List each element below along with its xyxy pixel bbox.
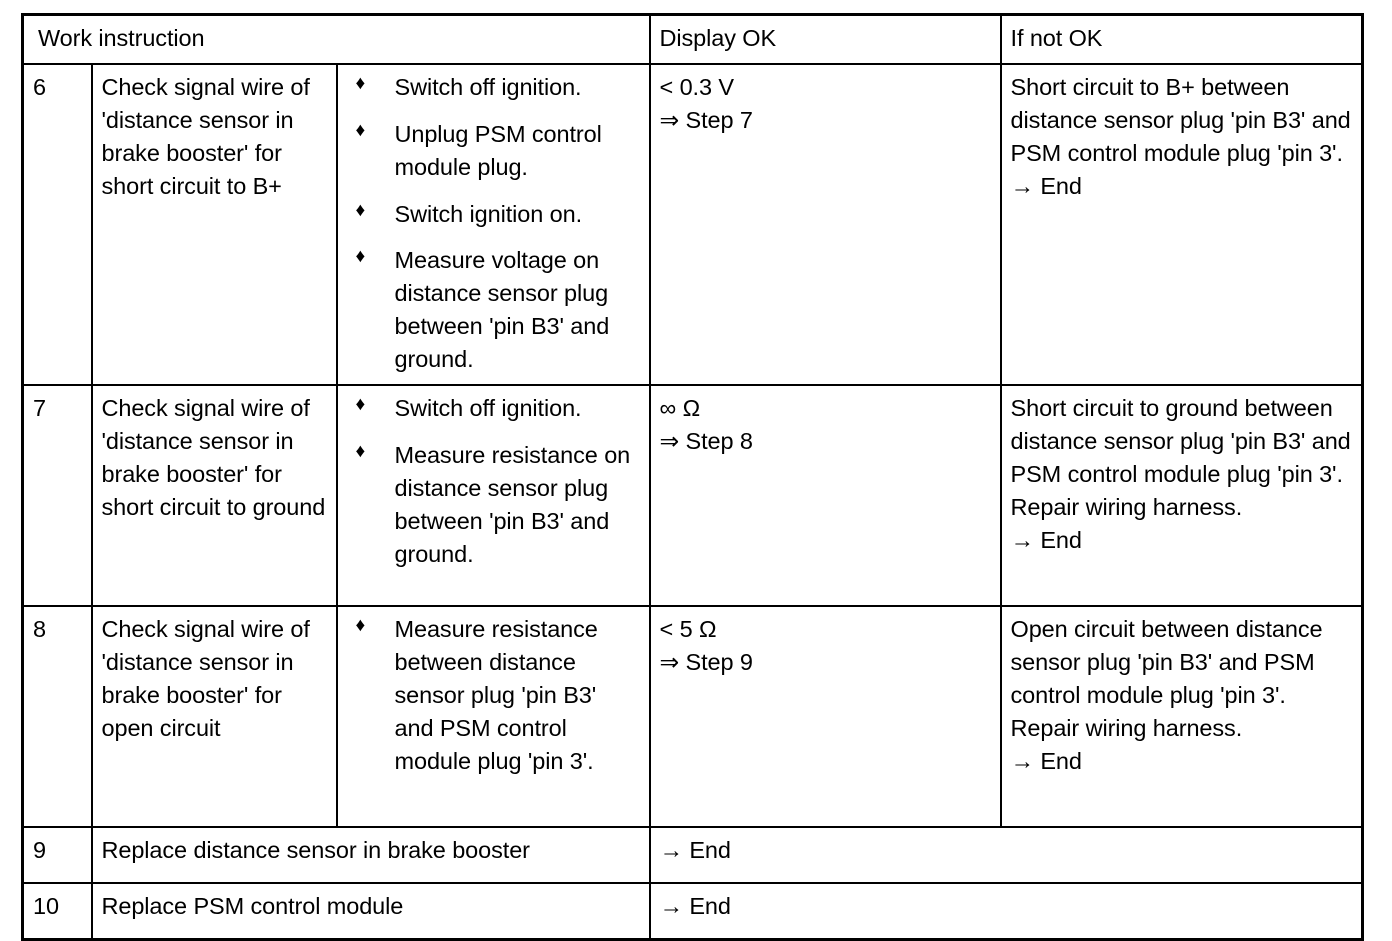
list-item: ♦ Unplug PSM control module plug. xyxy=(347,118,640,184)
list-item-label: Switch off ignition. xyxy=(394,395,582,422)
display-ok-value: < 0.3 V ⇒ Step 7 xyxy=(648,62,1002,387)
step-instruction: Replace PSM control module xyxy=(90,882,651,941)
action-list: ♦ Switch off ignition. ♦ Unplug PSM cont… xyxy=(347,71,640,376)
next-step-reference: ⇒ Step 7 xyxy=(659,106,753,133)
result-action: → End xyxy=(648,826,1364,885)
diamond-bullet-icon: ♦ xyxy=(355,119,366,141)
action-list: ♦ Switch off ignition. ♦ Measure resista… xyxy=(347,392,640,570)
column-header-display-ok: Display OK xyxy=(648,13,1002,65)
step-number: 6 xyxy=(21,62,93,387)
step-actions: ♦ Measure resistance between distance se… xyxy=(335,605,651,829)
if-not-ok-action: Open circuit between distance sensor plu… xyxy=(999,605,1364,829)
diamond-bullet-icon: ♦ xyxy=(355,246,366,268)
list-item-label: Measure resistance between distance sens… xyxy=(394,616,598,774)
fault-description: Open circuit between distance sensor plu… xyxy=(1010,616,1323,708)
step-instruction: Check signal wire of 'distance sensor in… xyxy=(90,62,338,387)
step-number: 8 xyxy=(21,605,93,829)
action-list: ♦ Measure resistance between distance se… xyxy=(347,613,640,777)
diamond-bullet-icon: ♦ xyxy=(355,615,366,637)
diagnostic-procedure-table: Work instruction Display OK If not OK 6 … xyxy=(21,13,1365,941)
display-ok-value: < 5 Ω ⇒ Step 9 xyxy=(648,605,1002,829)
diamond-bullet-icon: ♦ xyxy=(355,72,366,94)
step-actions: ♦ Switch off ignition. ♦ Measure resista… xyxy=(335,384,651,608)
next-step-reference: ⇒ Step 9 xyxy=(659,648,753,675)
table-row: 9 Replace distance sensor in brake boost… xyxy=(21,826,1364,885)
measurement-value: < 5 Ω xyxy=(659,616,717,643)
list-item: ♦ Switch ignition on. xyxy=(347,198,640,231)
list-item: ♦ Switch off ignition. xyxy=(347,71,640,104)
step-actions: ♦ Switch off ignition. ♦ Unplug PSM cont… xyxy=(335,62,651,387)
step-number: 7 xyxy=(21,384,93,608)
step-instruction: Check signal wire of 'distance sensor in… xyxy=(90,384,338,608)
diamond-bullet-icon: ♦ xyxy=(355,440,366,462)
list-item: ♦ Measure resistance on distance sensor … xyxy=(347,439,640,571)
header-row: Work instruction Display OK If not OK xyxy=(21,13,1364,65)
repair-instruction: Repair wiring harness. xyxy=(1010,493,1243,520)
step-instruction: Replace distance sensor in brake booster xyxy=(90,826,651,885)
step-number: 10 xyxy=(21,882,93,941)
step-number: 9 xyxy=(21,826,93,885)
list-item-label: Measure voltage on distance sensor plug … xyxy=(394,247,610,373)
fault-description: Short circuit to B+ between distance sen… xyxy=(1010,73,1351,166)
fault-description: Short circuit to ground between distance… xyxy=(1010,395,1351,487)
column-header-work-instruction: Work instruction xyxy=(21,13,651,65)
next-step-reference: ⇒ Step 8 xyxy=(659,427,753,454)
table-row: 6 Check signal wire of 'distance sensor … xyxy=(21,62,1364,387)
table-header: Work instruction Display OK If not OK xyxy=(21,13,1364,65)
table-row: 8 Check signal wire of 'distance sensor … xyxy=(21,605,1364,829)
list-item: ♦ Switch off ignition. xyxy=(347,392,640,425)
measurement-value: < 0.3 V xyxy=(659,73,735,100)
end-reference: → End xyxy=(1010,747,1082,774)
list-item-label: Switch off ignition. xyxy=(394,73,582,100)
list-item-label: Switch ignition on. xyxy=(394,200,583,227)
column-header-if-not-ok: If not OK xyxy=(999,13,1364,65)
result-action: → End xyxy=(648,882,1364,941)
table-body: 6 Check signal wire of 'distance sensor … xyxy=(21,62,1364,941)
table-row: 10 Replace PSM control module → End xyxy=(21,882,1364,941)
repair-instruction: Repair wiring harness. xyxy=(1010,714,1243,741)
step-instruction: Check signal wire of 'distance sensor in… xyxy=(90,605,338,829)
list-item-label: Measure resistance on distance sensor pl… xyxy=(394,441,631,567)
end-reference: → End xyxy=(1010,526,1082,553)
measurement-value: ∞ Ω xyxy=(659,395,701,422)
table-row: 7 Check signal wire of 'distance sensor … xyxy=(21,384,1364,608)
display-ok-value: ∞ Ω ⇒ Step 8 xyxy=(648,384,1002,608)
diamond-bullet-icon: ♦ xyxy=(355,199,366,221)
end-reference: → End xyxy=(1010,172,1082,199)
if-not-ok-action: Short circuit to ground between distance… xyxy=(999,384,1364,608)
list-item: ♦ Measure resistance between distance se… xyxy=(347,613,640,777)
list-item: ♦ Measure voltage on distance sensor plu… xyxy=(347,244,640,376)
if-not-ok-action: Short circuit to B+ between distance sen… xyxy=(999,62,1364,387)
diamond-bullet-icon: ♦ xyxy=(355,394,366,416)
list-item-label: Unplug PSM control module plug. xyxy=(394,120,602,180)
